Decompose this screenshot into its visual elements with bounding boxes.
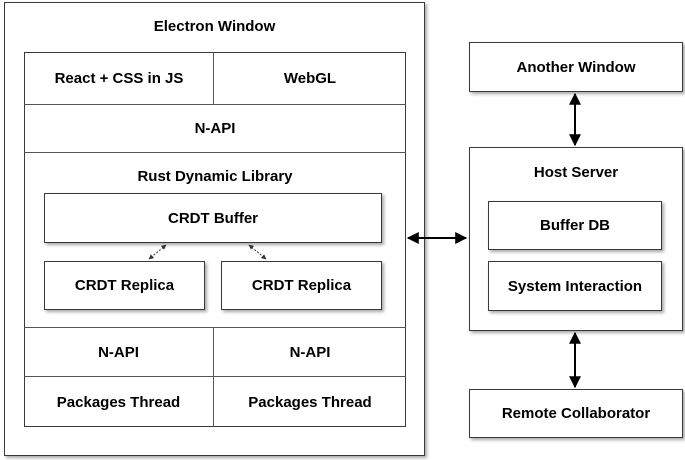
bottom-rows-vertical-divider: [213, 327, 214, 427]
buffer-replica-left-arrow: [148, 244, 167, 260]
row1-divider-horizontal: [24, 104, 406, 105]
another-window-box: Another Window: [469, 42, 683, 92]
rust-library-bottom-divider: [24, 327, 406, 328]
react-css-in-js-layer: React + CSS in JS: [54, 69, 184, 87]
crdt-buffer-box: CRDT Buffer: [44, 193, 382, 243]
packages-thread-left: Packages Thread: [56, 393, 181, 411]
host-server-title: Host Server: [533, 164, 619, 181]
packages-thread-right: Packages Thread: [248, 393, 372, 411]
napi-left-layer: N-API: [98, 343, 139, 361]
rust-dynamic-library-title: Rust Dynamic Library: [137, 168, 293, 185]
row2-divider-horizontal: [24, 152, 406, 153]
napi-top-layer: N-API: [194, 119, 236, 137]
webgl-layer: WebGL: [283, 69, 337, 87]
buffer-replica-right-arrow: [248, 244, 267, 260]
buffer-db-box: Buffer DB: [488, 201, 662, 250]
napi-packages-divider: [24, 376, 406, 377]
system-interaction-box: System Interaction: [488, 261, 662, 311]
crdt-replica-right-box: CRDT Replica: [221, 261, 382, 310]
crdt-replica-left-box: CRDT Replica: [44, 261, 205, 310]
napi-right-layer: N-API: [289, 343, 331, 361]
row1-divider-vertical: [213, 52, 214, 104]
remote-collaborator-box: Remote Collaborator: [469, 389, 683, 438]
electron-window-title: Electron Window: [153, 18, 276, 35]
